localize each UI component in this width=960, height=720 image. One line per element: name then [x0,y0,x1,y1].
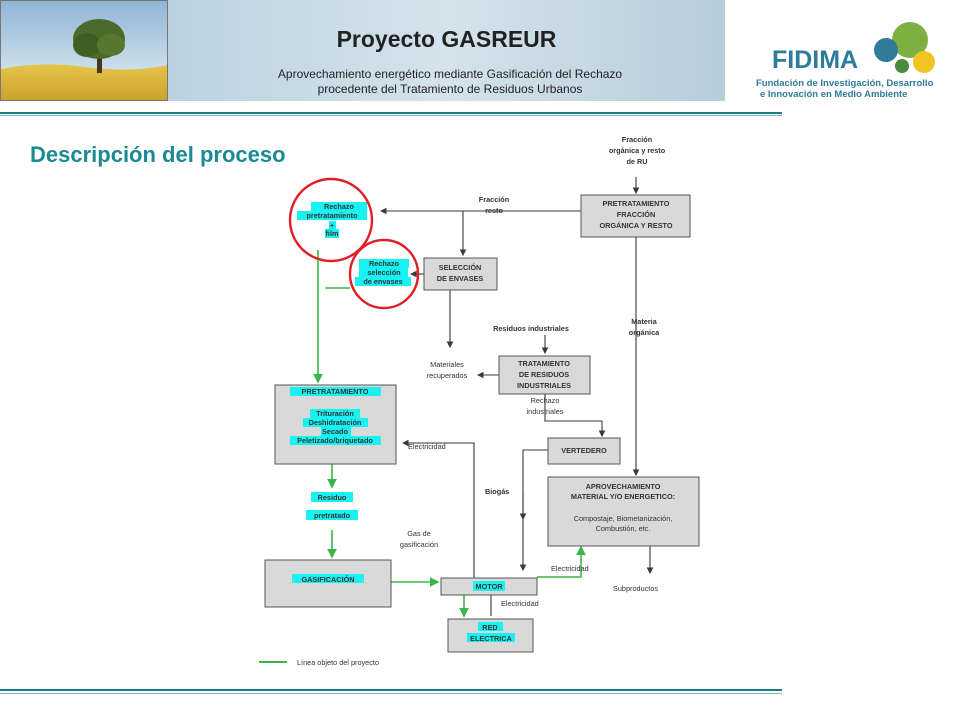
box-tratamiento-line-2: DE RESIDUOS [519,370,569,379]
label-electricidad-bottom: Electricidad [501,599,539,608]
footer-divider-light [0,693,782,694]
header-divider-light [0,115,782,116]
box-seleccion-envases [423,257,498,291]
label-electricidad-pretrat: Electricidad [408,442,446,451]
pretratamiento-step-1: Trituración [316,409,354,418]
box-pretratamiento-fraccion-line-3: ORGÁNICA Y RESTO [599,221,672,230]
box-aprovechamiento-detail-1: Compostaje, Biometanización, [574,514,673,523]
project-subtitle: Aprovechamiento energético mediante Gasi… [200,67,700,97]
green-motor-to-aprovechamiento [537,545,586,578]
label-top-input-3: de RU [626,157,647,166]
box-aprovechamiento-title-2: MATERIAL Y/O ENERGETICO: [571,492,675,501]
header-band [168,0,725,101]
box-seleccion-line-2: DE ENVASES [437,274,484,283]
label-materiales-1: Materiales [430,360,464,369]
legend-label: Línea objeto del proyecto [297,658,379,667]
label-residuos-industriales: Residuos industriales [493,324,569,333]
box-pretratamiento-title: PRETRATAMIENTO [302,387,369,396]
box-pretratamiento-fraccion-line-1: PRETRATAMIENTO [603,199,670,208]
logo-tagline-2: e Innovación en Medio Ambiente [760,89,907,100]
label-materia-organica-2: orgánica [629,328,660,337]
label-gas-2: gasificación [400,540,438,549]
arrow-electricity-to-pretrat [401,439,475,580]
label-top-input-1: Fracción [622,135,652,144]
rechazo-pretrat-line-2: pretratamiento [306,211,358,220]
highlight-circle-rechazo-pretratamiento [288,177,374,263]
footer-divider [0,689,782,691]
process-diagram: Fracción orgánica y resto de RU PRETRATA… [245,125,726,678]
subtitle-line-1: Aprovechamiento energético mediante Gasi… [277,67,623,81]
box-pretratamiento-fraccion [580,194,691,238]
pretratamiento-step-4: Peletizado/briquetado [297,436,373,445]
box-red-line-1: RED [482,623,497,632]
box-vertedero [547,437,621,465]
rechazo-pretrat-line-4: film [326,229,339,238]
label-top-input-2: orgánica y resto [609,146,666,155]
label-subproductos: Subproductos [613,584,658,593]
box-tratamiento-industriales [498,355,591,395]
rechazo-seleccion-line-3: de envases [363,277,402,286]
rechazo-pretrat-line-1: Rechazo [324,202,355,211]
rechazo-pretrat-line-3: + [330,221,334,230]
subtitle-line-2: procedente del Tratamiento de Residuos U… [317,82,583,96]
arrow-biogas-to-motor [519,449,548,572]
label-fraccion-resto-1: Fracción [479,195,509,204]
logo-circle-blue [874,38,898,62]
highlight-circle-rechazo-seleccion [348,238,420,310]
box-gasificacion [264,559,392,608]
label-fraccion-resto-2: resto [485,206,503,215]
logo-wordmark: FIDIMA [772,46,858,74]
logo-tagline-1: Fundación de Investigación, Desarrollo [756,78,934,89]
project-title: Proyecto GASREUR [336,26,557,52]
box-tratamiento-line-1: TRATAMIENTO [518,359,570,368]
box-seleccion-line-1: SELECCIÓN [439,263,482,272]
pretratamiento-step-2: Deshidratación [309,418,362,427]
fidima-logo: FIDIMA Fundación de Investigación, Desar… [752,14,942,100]
rechazo-seleccion-line-2: selección [367,268,400,277]
label-residuo-2: pretratado [314,511,351,520]
box-tratamiento-line-3: INDUSTRIALES [517,381,571,390]
box-aprovechamiento [547,476,700,547]
arrow-rechazo-to-vertedero [544,394,606,438]
box-aprovechamiento-detail-2: Combustión, etc. [596,524,651,533]
label-rechazo-industriales-2: industriales [527,407,564,416]
box-red-line-2: ELECTRICA [470,634,512,643]
label-biogas: Biogás [485,487,509,496]
logo-circle-green [892,22,928,58]
label-electricidad-right: Electricidad [551,564,589,573]
logo-circle-yellow [913,51,935,73]
rechazo-seleccion-line-1: Rechazo [369,259,400,268]
header-landscape-image [0,0,168,101]
label-residuo-1: Residuo [318,493,347,502]
box-motor-label: MOTOR [475,582,503,591]
box-gasificacion-label: GASIFICACIÓN [301,575,354,584]
box-aprovechamiento-title-1: APROVECHAMIENTO [586,482,661,491]
label-gas-1: Gas de [407,529,431,538]
pretratamiento-step-3: Secado [322,427,348,436]
header-divider [0,112,782,114]
box-vertedero-label: VERTEDERO [561,446,607,455]
box-pretratamiento-fraccion-line-2: FRACCIÓN [617,210,656,219]
section-title: Descripción del proceso [30,142,286,167]
label-materia-organica-1: Materia [631,317,657,326]
logo-circle-darkgreen [895,59,909,73]
label-rechazo-industriales-1: Rechazo [531,396,560,405]
label-materiales-2: recuperados [427,371,468,380]
